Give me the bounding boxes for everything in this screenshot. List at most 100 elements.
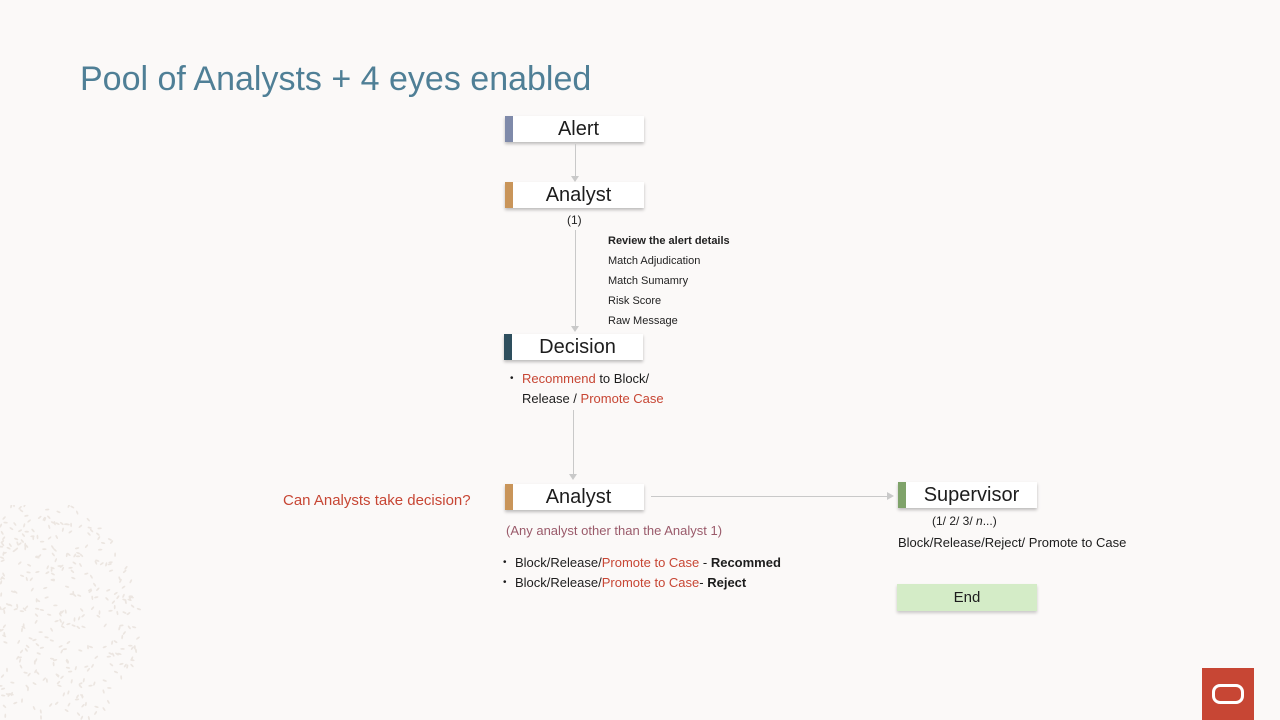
decor-dot [18,505,22,510]
decor-dot [47,536,52,540]
decor-dot [66,658,69,663]
decor-dot [50,627,53,632]
decor-dot [2,607,6,611]
decor-dot [48,524,51,530]
decor-dot [23,505,26,508]
decor-dot [55,673,60,678]
decor-dot [51,545,54,550]
decor-dot [17,542,22,546]
decor-dot [10,681,15,684]
decor-dot [99,562,104,566]
decor-dot [87,526,92,529]
decor-dot [64,585,70,588]
decor-dot [36,599,41,603]
connector-analyst-decision [575,230,576,326]
decor-dot [102,689,105,694]
analyst-1-note: (1) [567,213,582,227]
analyst-node-2[interactable]: Analyst [505,484,644,510]
decor-dot [24,605,29,610]
decor-dot [94,560,98,565]
decor-dot [108,652,113,655]
decor-dot [0,523,3,528]
decor-dot [115,652,119,656]
decor-dot [50,578,55,581]
alert-node[interactable]: Alert [505,116,644,142]
decor-dot [62,692,65,697]
arrow-down-icon [571,176,579,182]
decor-dot [19,664,23,669]
decor-dot [94,711,97,715]
decor-dot [30,587,34,592]
decor-dot [122,631,126,635]
supervisor-color-bar [898,482,906,508]
analyst-option: Block/Release/Promote to Case - Recommed [503,555,781,570]
decor-dot [0,556,5,559]
arrow-right-icon [887,492,894,500]
alert-color-bar [505,116,513,142]
decor-dot [55,534,58,540]
decor-dot [76,552,81,555]
decor-dot [60,649,64,654]
analyst-decision-question: Can Analysts take decision? [283,492,471,509]
decor-dot [105,562,108,567]
decor-dot [121,585,126,589]
decor-dot [24,648,28,652]
decor-dot [3,609,6,614]
oracle-logo-icon [1202,668,1254,720]
decor-dot [25,644,30,649]
decor-dot [6,693,11,696]
decor-dot [53,521,56,526]
decor-dot [45,571,50,575]
decor-dot [67,702,71,707]
decor-dot [72,590,75,596]
analyst-node-1[interactable]: Analyst [505,182,644,208]
levels-suffix: ...) [982,514,997,528]
decor-dot [58,645,63,648]
decor-dot [75,555,81,558]
decor-dot [87,532,91,536]
decor-dot [6,546,11,550]
decor-dot [19,610,24,613]
decor-dot [97,536,101,541]
decor-dot [0,684,3,687]
decor-dot [116,595,120,600]
decor-dot [70,505,75,509]
supervisor-levels: (1/ 2/ 3/ n...) [932,514,997,528]
decor-dot [42,677,46,681]
decor-dot [54,558,57,563]
decor-dot [37,515,42,519]
release-text: Release / [522,391,581,406]
decor-dot [32,682,37,685]
decor-dot [25,576,28,582]
decor-dot [67,670,73,673]
decor-dot [14,537,19,541]
supervisor-node[interactable]: Supervisor [898,482,1037,508]
decor-dot [34,669,37,674]
decor-dot [39,609,45,611]
decision-node[interactable]: Decision [504,334,643,360]
decor-dot [57,565,62,567]
decor-dot [128,644,133,647]
decor-dot [122,569,127,574]
review-heading: Review the alert details [608,235,730,247]
decor-dot [21,698,23,703]
decor-dot [71,576,76,580]
decor-dot [26,571,31,574]
end-node[interactable]: End [897,584,1037,611]
option-sep: - [699,575,708,590]
decor-dot [4,713,7,718]
decor-dot [31,528,35,533]
decor-dot [119,662,124,666]
option-prefix: Block/Release/ [515,555,602,570]
decor-dot [96,587,100,591]
review-item: Raw Message [608,315,678,327]
decor-dot [19,649,24,654]
decor-dot [24,514,29,517]
decor-dot [120,675,123,680]
decor-dot [36,534,39,540]
decor-dot [122,598,127,601]
decor-dot [123,663,127,668]
analyst-label: Analyst [545,183,612,206]
decor-dot [119,624,124,627]
decor-dot [14,547,19,551]
